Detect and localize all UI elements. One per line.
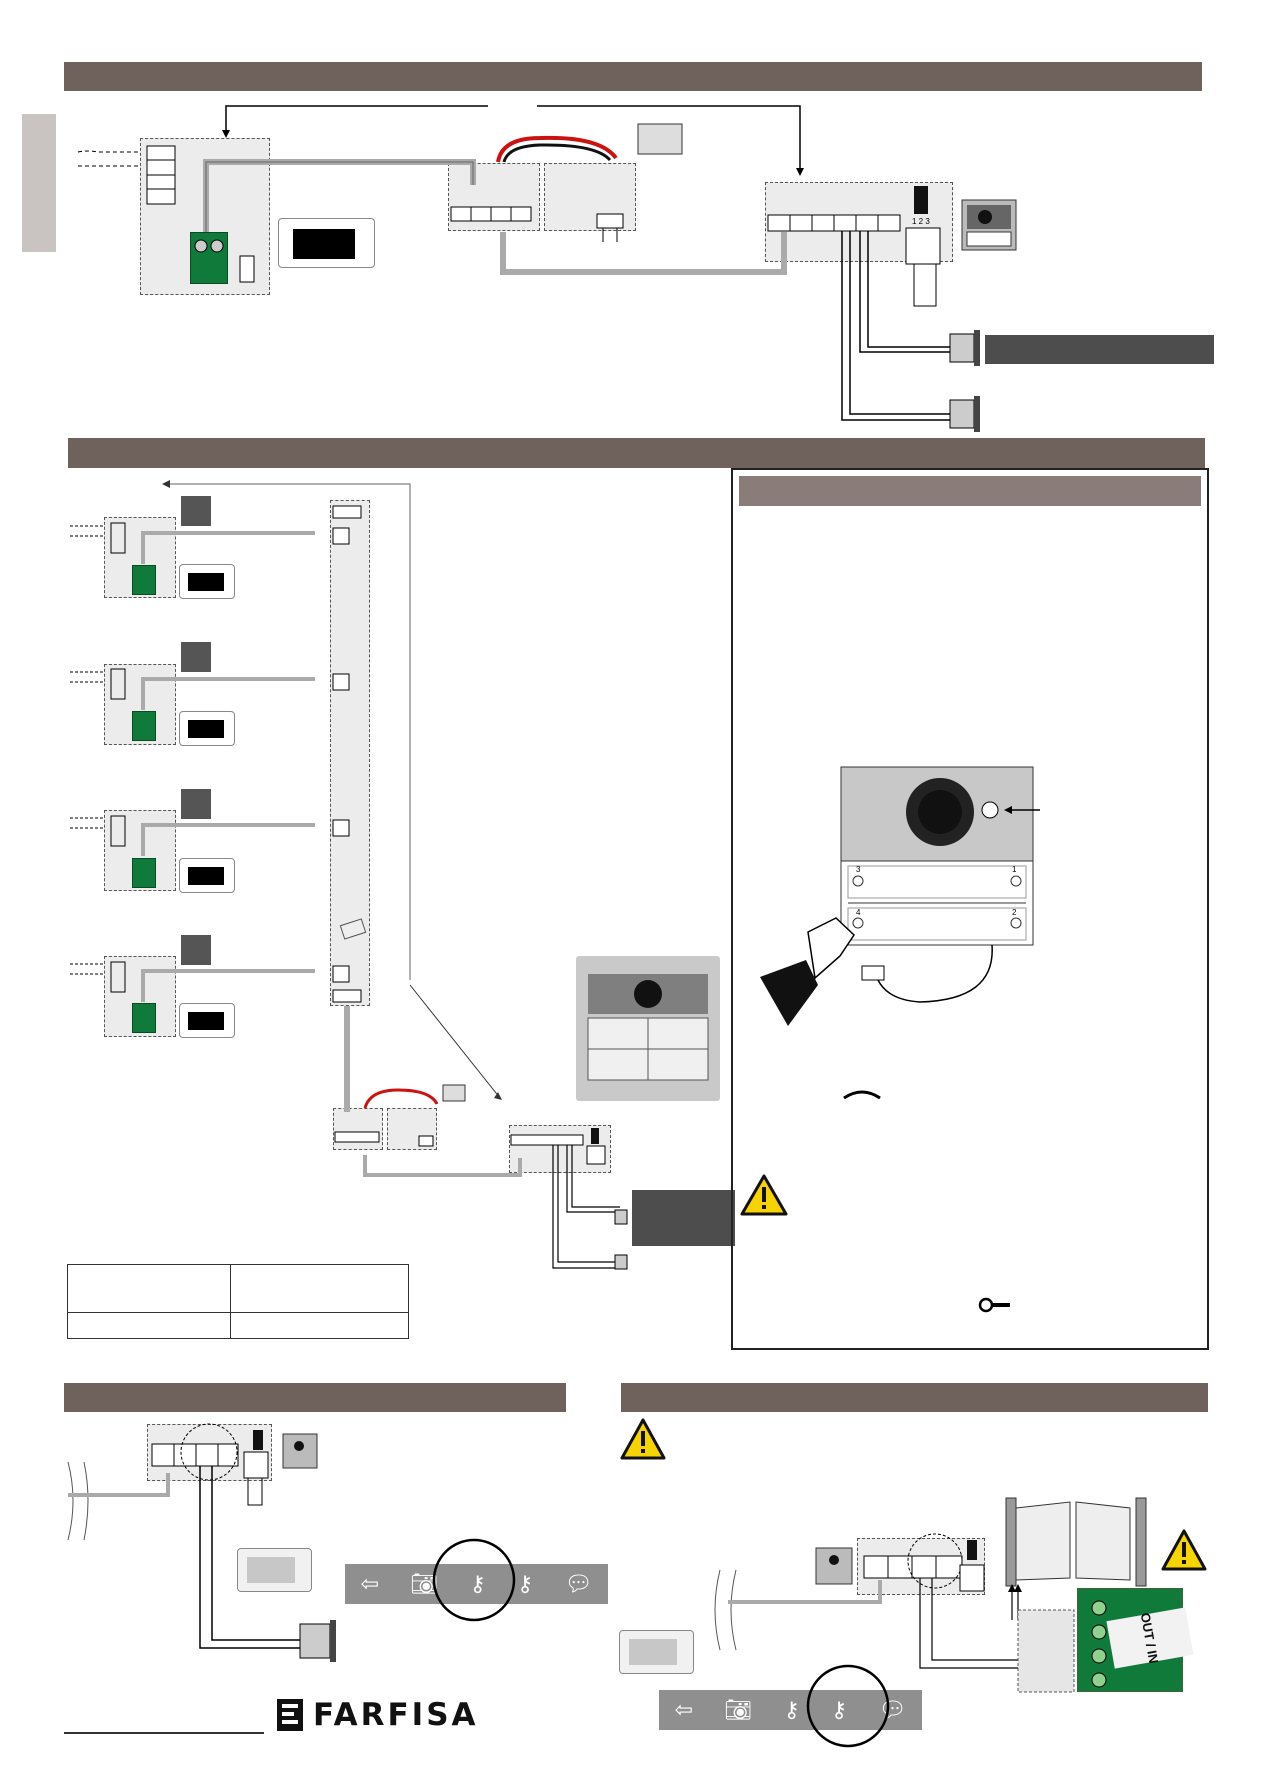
riser-return-arrow [166,483,411,980]
lock-release-2-icon[interactable]: ⚷ [830,1697,848,1723]
outdoor-camera-icon-gate [815,1547,853,1585]
toolbar-highlight-right [806,1664,890,1748]
power-supply-box-multi [333,1108,383,1150]
electric-lock-icon-bottom [299,1620,336,1662]
toolbar-highlight-left [432,1538,516,1622]
terminal-block-2 [132,711,156,741]
bus-cable-lock [68,1473,170,1497]
terminal-block-1 [132,565,156,595]
brand-name: FARFISA [313,1697,479,1733]
monitor-toolbar-right: ⇦ 📷︎ ⚷ ⚷ 💬︎ [659,1690,922,1730]
configuration-table [67,1264,409,1339]
language-side-tab [22,114,56,252]
exit-icon[interactable]: ⇦ [360,1571,380,1597]
terminal-block [190,232,228,284]
top-arrow-left [225,105,488,134]
lock-release-1-icon[interactable]: ⚷ [469,1571,486,1597]
lock-release-2-icon[interactable]: ⚷ [516,1571,534,1597]
user-number-tag-4 [181,935,211,965]
lock-label-multi [632,1190,735,1246]
monitor-3 [179,858,235,893]
electric-lock-icon-small-1 [614,1209,628,1225]
monitor-1 [179,564,235,599]
outdoor-camera-icon-lock [282,1433,318,1469]
warning-icon-bottom [620,1418,666,1460]
user-number-tag-2 [181,642,211,672]
monitor-gate-section [619,1630,694,1674]
dip-switch-icon-lock [253,1430,263,1450]
lock-wire-1 [859,231,956,353]
electric-lock-icon-1 [949,330,980,366]
power-cable-red [496,135,618,163]
exit-icon[interactable]: ⇦ [674,1697,694,1723]
monitor-2 [179,711,235,746]
panel-button-2: 2 [1012,908,1017,917]
table-cell [67,1312,231,1339]
lock-release-1-icon[interactable]: ⚷ [783,1697,800,1723]
table-cell [230,1312,409,1339]
panel-button-1: 1 [1012,865,1017,874]
terminal-cap-icon [339,918,367,940]
chat-icon[interactable]: 💬︎ [878,1697,907,1723]
dip-switch-icon-gate [967,1540,977,1560]
dip-switch-icon [914,186,928,214]
user-number-tag-1 [181,496,211,526]
handset-icon [843,1090,881,1100]
riser-distributor [330,500,370,1006]
section-band-top [64,62,1202,91]
indoor-monitor [278,218,375,268]
power-cable-black [502,143,612,163]
panel-button-3: 3 [856,865,861,874]
dashed-bus-left [77,150,140,167]
monitor-4 [179,1003,235,1038]
top-arrow-right [537,105,801,172]
din-module-icon-small [442,1084,466,1102]
pressing-hand-icon [760,917,855,1026]
monitor-lock-section [237,1548,312,1592]
terminal-block-3 [132,858,156,888]
electric-lock-icon-2 [949,396,980,432]
programming-panel-band [739,476,1201,506]
brand-mark-icon [277,1699,303,1731]
lock-label-top [985,335,1214,364]
warning-icon [740,1174,788,1216]
dip-switch-numbers: 1 2 3 [912,217,930,226]
bus-cable-gate [728,1580,882,1604]
dip-switch-icon-small [591,1128,599,1144]
highlight-circle-gate [907,1533,963,1589]
outdoor-panel-drawing: 3 1 4 2 [840,766,1034,946]
user-number-tag-3 [181,789,211,819]
section-band-bottom-right [621,1383,1208,1412]
terminal-block-4 [132,1003,156,1033]
electric-lock-icon-small-2 [614,1254,628,1270]
programming-panel [731,468,1209,1350]
panel-button-4: 4 [856,908,861,917]
gate-icon [1005,1497,1147,1587]
highlight-circle [180,1423,238,1481]
camera-icon[interactable]: 📷︎ [724,1697,753,1723]
section-band-middle [68,438,1205,468]
lock-wire-2 [841,231,956,421]
switch-icon [239,255,255,283]
monitor-toolbar-left: ⇦ 📷︎ ⚷ ⚷ 💬︎ [345,1564,608,1604]
bus-cable-top [203,159,476,232]
footer-line [64,1732,264,1734]
gate-controller-box [1017,1609,1075,1693]
warning-icon-gate [1161,1529,1207,1571]
chat-icon[interactable]: 💬︎ [564,1571,593,1597]
brand-logo: FARFISA [277,1697,479,1733]
bus-cable-bottom [500,232,787,275]
key-icon [978,1297,1010,1313]
section-band-bottom-left [64,1383,566,1412]
din-module-icon [637,123,683,155]
